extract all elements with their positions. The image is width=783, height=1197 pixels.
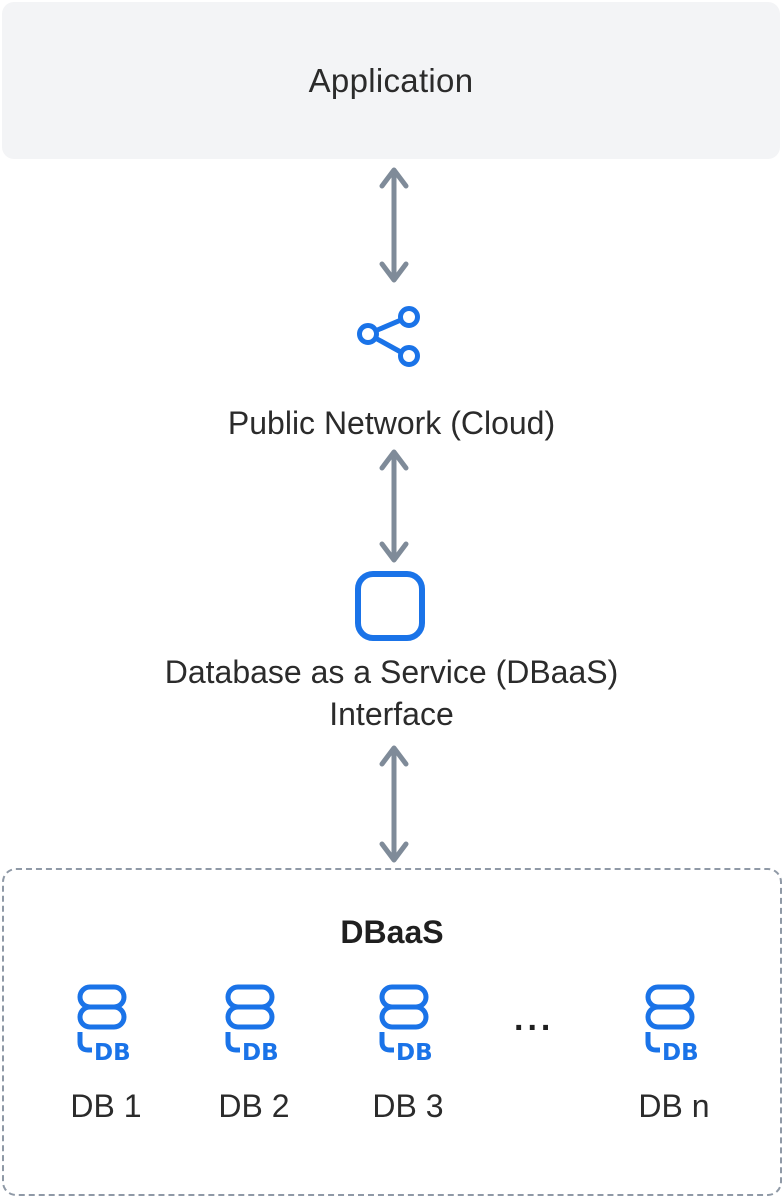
ellipsis: ... [514, 1000, 555, 1038]
svg-text:DB: DB [662, 1040, 699, 1066]
rounded-square-icon [355, 571, 425, 641]
share-network-icon [357, 306, 420, 367]
interface-label-line2: Interface [329, 696, 454, 732]
database-icon: DB [225, 984, 279, 1066]
application-label: Application [308, 61, 474, 99]
database-icon: DB [379, 984, 433, 1066]
dbaas-title: DBaaS [340, 914, 444, 950]
db-label-1: DB 1 [70, 1088, 142, 1124]
svg-text:DB: DB [94, 1040, 131, 1066]
bidirectional-arrow-interface-dbaas [379, 745, 409, 863]
db-item-2: DB DB 2 [184, 982, 324, 1125]
db-label-2: DB 2 [218, 1088, 290, 1124]
database-icon: DB [645, 984, 699, 1066]
bidirectional-arrow-app-network [379, 167, 409, 283]
db-label-3: DB 3 [372, 1088, 444, 1124]
svg-text:DB: DB [396, 1040, 433, 1066]
network-label: Public Network (Cloud) [227, 405, 556, 441]
db-item-3: DB DB 3 [338, 982, 478, 1125]
interface-label-line1: Database as a Service (DBaaS) [164, 654, 619, 690]
svg-text:DB: DB [242, 1040, 279, 1066]
db-label-n: DB n [638, 1088, 710, 1124]
bidirectional-arrow-network-interface [379, 449, 409, 563]
db-item-n: DB DB n [604, 982, 744, 1125]
database-icon: DB [77, 984, 131, 1066]
dbaas-container: DBaaS DB DB 1 DB DB 2 DB DB 3 ... [2, 868, 782, 1196]
db-item-1: DB DB 1 [36, 982, 176, 1125]
application-box: Application [2, 2, 780, 159]
